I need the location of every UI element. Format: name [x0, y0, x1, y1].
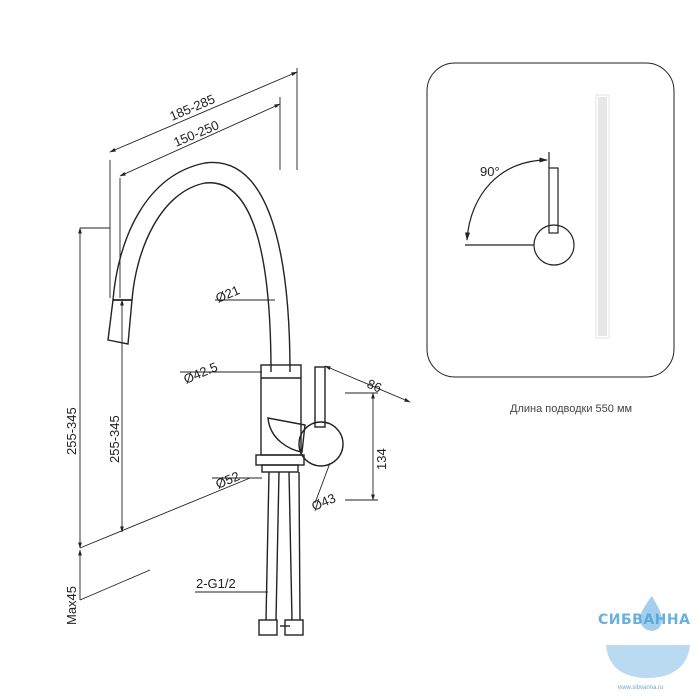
base-ring	[255, 454, 305, 466]
hose-length-note: Длина подводки 550 мм	[510, 403, 633, 415]
dimension-labels: 185-285 150-250 Ø21 Ø42.5 Ø52 Ø43 86 134…	[64, 91, 389, 625]
spout-tube	[112, 161, 291, 373]
hose-fitting-right	[284, 619, 304, 636]
hose-fitting-left	[258, 619, 278, 636]
dim-connection: 2-G1/2	[196, 576, 236, 591]
supply-hose-right	[288, 471, 293, 621]
rotation-angle-label: 90°	[480, 164, 500, 179]
dimension-lines	[78, 68, 411, 601]
top-view-handle	[548, 167, 559, 234]
handle-knob	[298, 421, 344, 467]
dim-spout-diameter: Ø21	[213, 282, 241, 305]
supply-hose-left	[265, 471, 270, 621]
dim-height-spout: 255-345	[107, 415, 122, 463]
rotation-panel: 90°	[426, 62, 675, 378]
brand-name: СИБВАННА	[598, 612, 691, 628]
spray-head	[107, 299, 133, 345]
dim-handle-offset: 86	[365, 376, 384, 395]
water-drop-icon	[639, 596, 662, 631]
dim-base-diameter: Ø52	[213, 468, 241, 491]
bathtub-icon	[606, 645, 690, 678]
handle-lever	[314, 366, 326, 428]
brand-logo	[606, 596, 690, 678]
brand-url: www.sibvanna.ru	[618, 685, 664, 691]
dim-handle-diameter: Ø43	[309, 490, 337, 513]
dim-max-deck: Max45	[64, 586, 79, 625]
dim-body-height: 134	[374, 448, 389, 470]
dim-body-diameter: Ø42.5	[181, 359, 219, 387]
spout-tube-inner	[131, 182, 272, 373]
dim-height-total: 255-345	[64, 407, 79, 455]
top-view-body-circle	[533, 224, 575, 266]
rotation-arc	[464, 157, 548, 241]
faucet-outline	[107, 161, 344, 636]
rotation-panel-frame	[426, 62, 675, 378]
